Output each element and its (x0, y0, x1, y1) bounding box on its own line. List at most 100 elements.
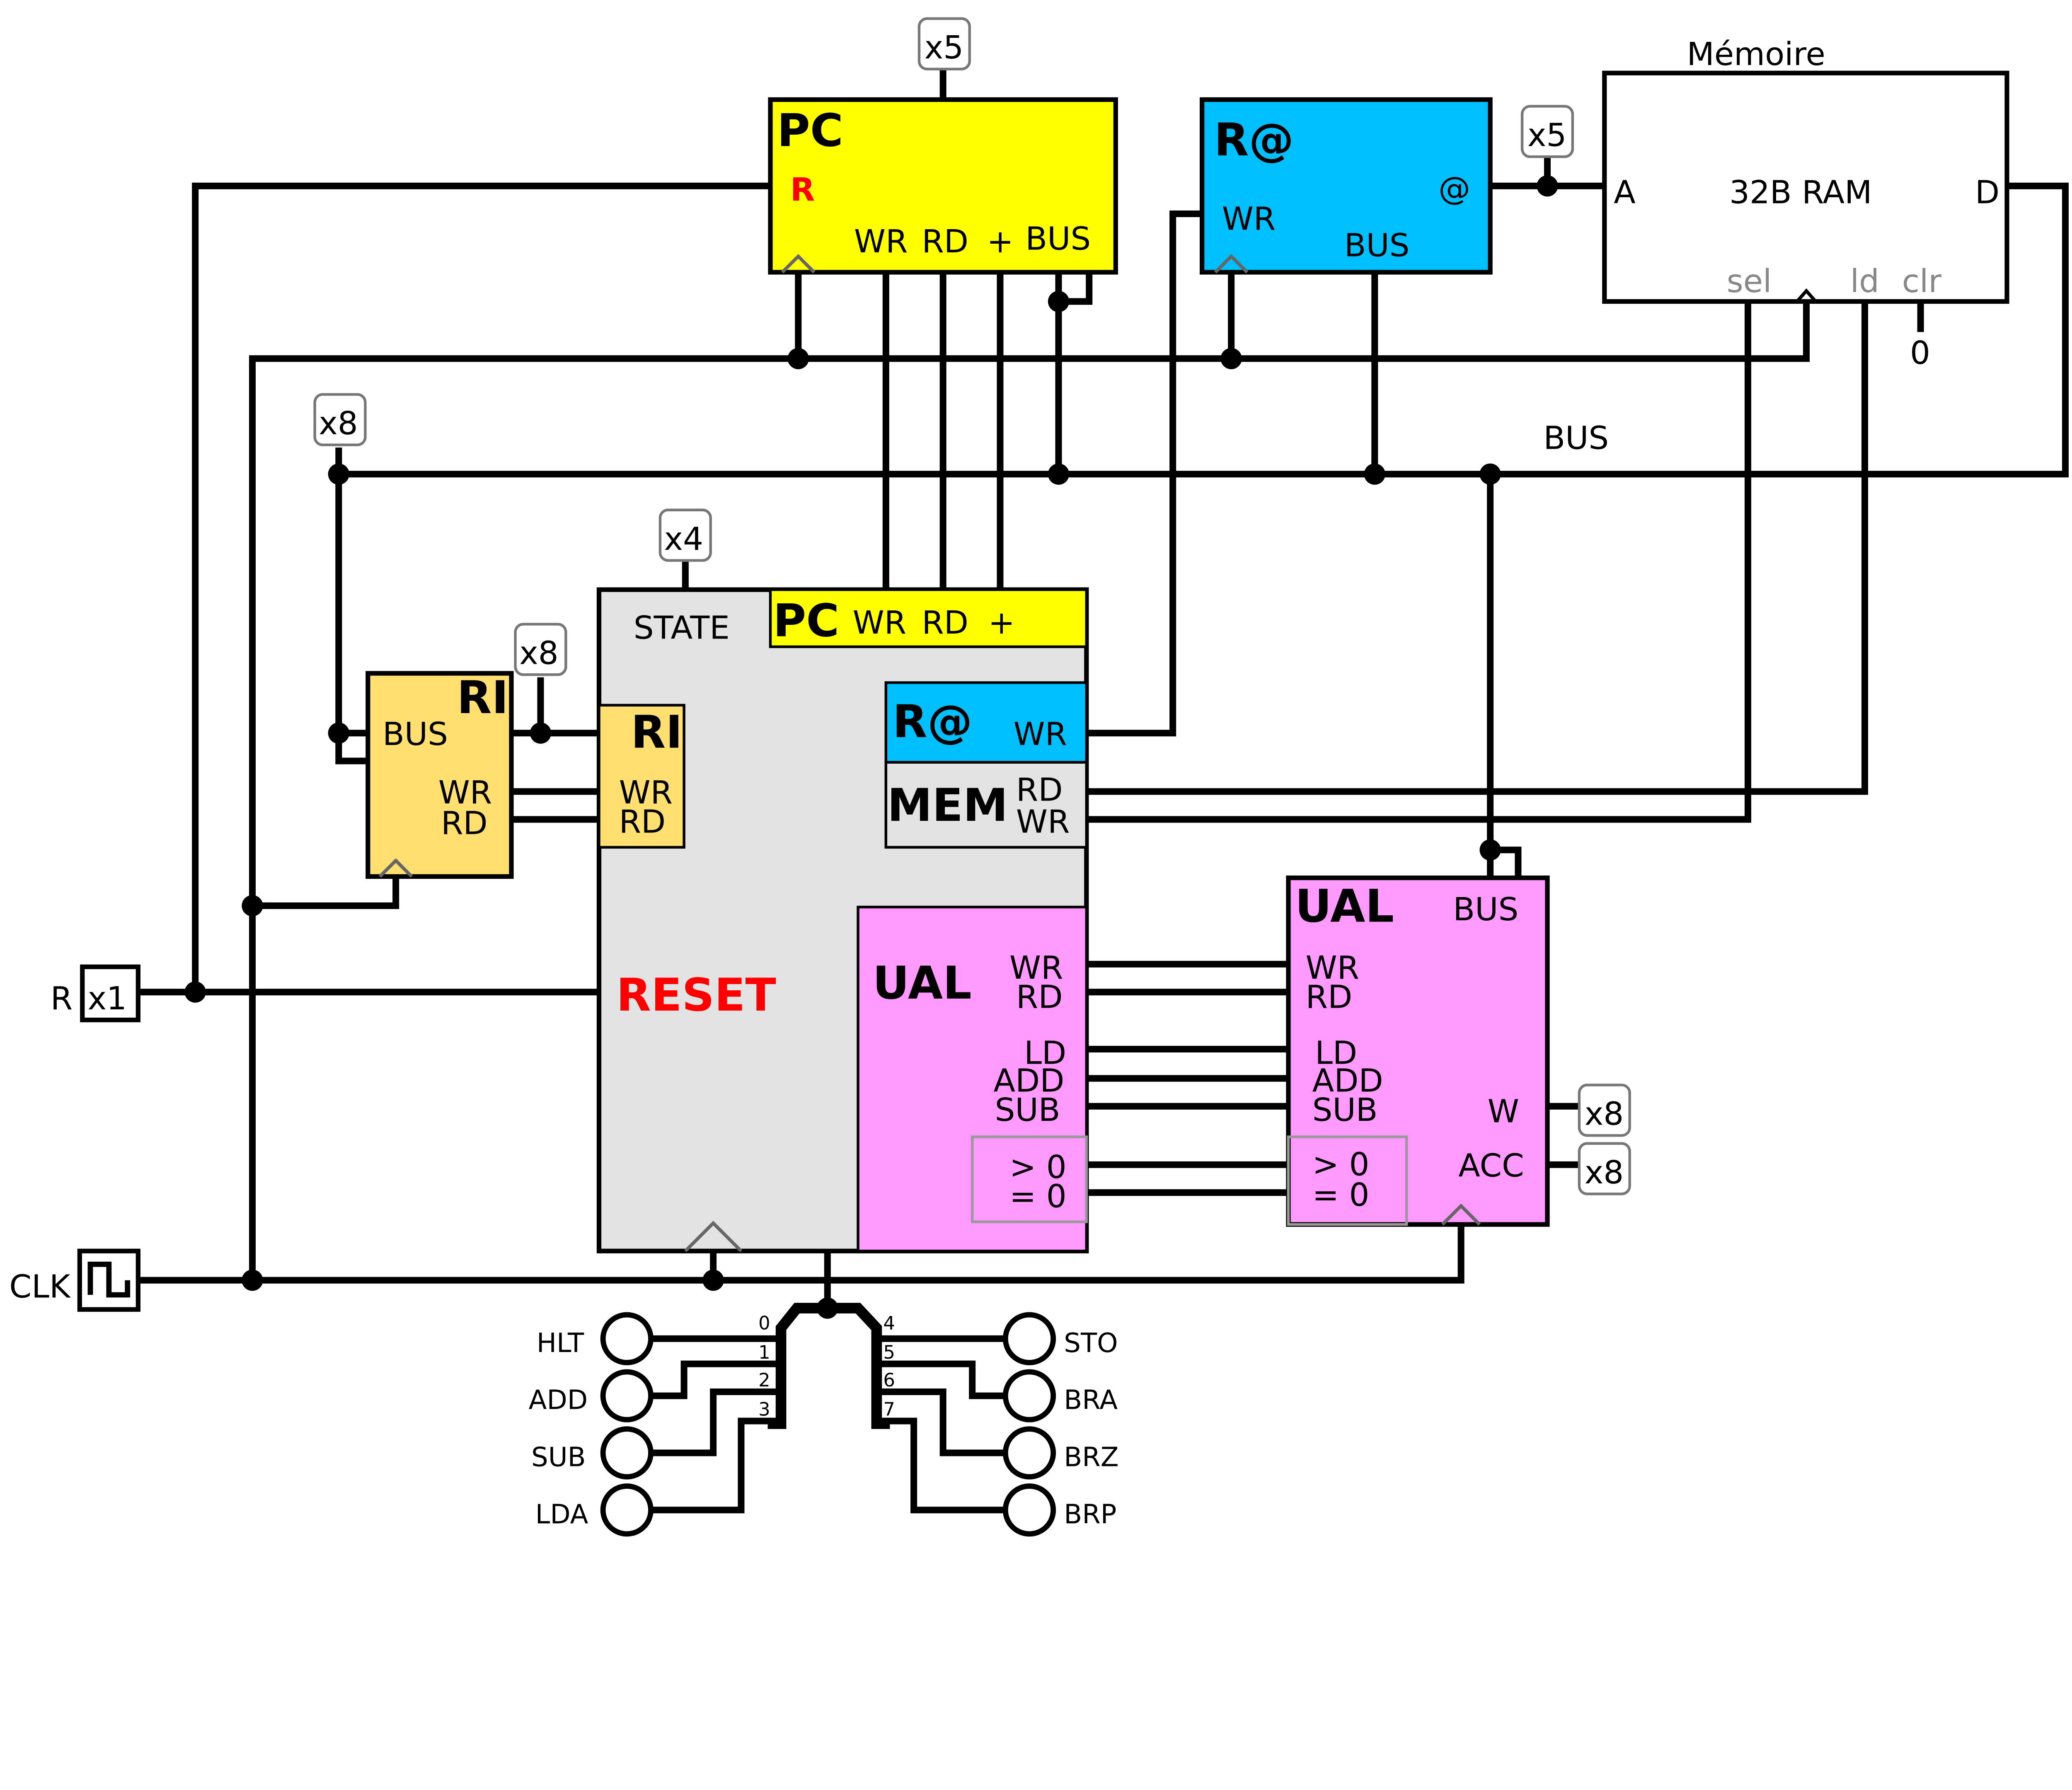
ual-rd-pin: RD (1306, 979, 1353, 1016)
ual-bus-pin: BUS (1453, 891, 1518, 928)
ual-add-pin: ADD (1312, 1063, 1383, 1100)
ri-title: RI (457, 671, 508, 724)
state-raddr-wr: WR (1014, 716, 1067, 753)
led-lda (600, 1483, 654, 1537)
clock-wave-icon (87, 1261, 131, 1298)
memory-type: 32B RAM (1729, 174, 1872, 211)
alu[interactable]: UAL BUS WR RD LD ADD SUB > 0 = 0 W ACC (1286, 875, 1550, 1227)
ri-rd-pin: RD (441, 805, 488, 842)
svg-text:BRP: BRP (1064, 1499, 1116, 1530)
ual-acc-pin: ACC (1458, 1148, 1524, 1185)
memory-a-pin: A (1614, 174, 1636, 211)
svg-text:0: 0 (758, 1312, 770, 1334)
reset-input[interactable]: x1 (80, 964, 140, 1023)
state-mem-title: MEM (887, 779, 1008, 832)
memory-clock-icon (1796, 288, 1817, 303)
state-ual-eq: = 0 (1009, 1178, 1067, 1215)
ual-gt-pin: > 0 (1312, 1147, 1370, 1183)
state-ual-add: ADD (993, 1063, 1064, 1100)
pc-clock-icon (781, 254, 816, 273)
memory-clr-value: 0 (1910, 335, 1930, 372)
svg-text:SUB: SUB (531, 1442, 586, 1473)
svg-text:BRA: BRA (1064, 1385, 1118, 1416)
svg-text:2: 2 (758, 1369, 770, 1391)
clock-input[interactable] (77, 1248, 140, 1312)
led-sub (600, 1426, 654, 1480)
led-bra (1002, 1369, 1056, 1422)
svg-text:ADD: ADD (529, 1385, 588, 1416)
state-ri-rd: RD (619, 804, 666, 841)
reset-input-label: R (51, 980, 73, 1017)
svg-text:x8: x8 (319, 405, 358, 442)
svg-text:x5: x5 (925, 29, 963, 66)
ri-in-width-tag: x8 (514, 623, 567, 676)
pc-rd-pin: RD (922, 223, 968, 260)
svg-text:7: 7 (883, 1398, 895, 1420)
state-pc-title: PC (773, 594, 839, 647)
state-pc-inc: + (988, 605, 1015, 641)
decoder-bit-labels: 0 1 2 3 4 5 6 7 (758, 1312, 895, 1420)
ual-clock-icon (1441, 1203, 1481, 1226)
cpu-circuit-diagram: PC R WR RD + BUS x5 R@ WR BUS @ x5 Mémoi… (9, 17, 2069, 1537)
pc-title: PC (777, 104, 843, 157)
ri-bus-width-tag: x8 (313, 393, 367, 446)
state-ri-title: RI (631, 706, 682, 758)
svg-text:x1: x1 (88, 980, 127, 1017)
instruction-register[interactable]: RI BUS WR RD (366, 671, 514, 879)
memory-ram[interactable]: Mémoire A 32B RAM D sel ld clr (1602, 36, 2009, 304)
svg-text:x8: x8 (1585, 1096, 1624, 1133)
raddr-width-tag: x5 (1520, 105, 1574, 158)
svg-text:1: 1 (758, 1341, 770, 1363)
memory-d-pin: D (1975, 174, 1999, 211)
ual-sub-pin: SUB (1312, 1092, 1378, 1129)
state-ual-sub: SUB (995, 1092, 1060, 1129)
raddr-title: R@ (1214, 114, 1294, 166)
svg-text:LDA: LDA (535, 1499, 588, 1530)
memory-title: Mémoire (1687, 36, 1825, 73)
address-register[interactable]: R@ WR BUS @ (1200, 97, 1493, 275)
state-ual-ld: LD (1024, 1035, 1066, 1072)
led-sto (1002, 1312, 1056, 1365)
memory-ld-pin: ld (1850, 263, 1879, 300)
bus-label: BUS (1543, 420, 1609, 457)
ual-title: UAL (1295, 880, 1394, 932)
svg-text:x4: x4 (664, 521, 703, 558)
ri-bus-pin: BUS (382, 716, 448, 753)
ual-wr-pin: WR (1306, 950, 1359, 987)
led-hlt (600, 1312, 654, 1365)
svg-text:x5: x5 (1527, 117, 1566, 154)
raddr-bus-pin: BUS (1344, 227, 1410, 264)
state-ri-wr: WR (619, 774, 673, 811)
state-mem-wr: WR (1016, 804, 1070, 841)
state-pc-rd: RD (922, 605, 968, 641)
state-controller[interactable]: STATE PC WR RD + RI WR RD R@ WR MEM RD W… (596, 587, 1089, 1253)
svg-text:x8: x8 (519, 635, 558, 672)
svg-text:STO: STO (1064, 1328, 1118, 1359)
state-mem-rd: RD (1016, 772, 1063, 809)
junction-dots (184, 175, 1558, 1319)
state-pc-wr: WR (853, 605, 906, 641)
pc-register[interactable]: PC R WR RD + BUS (768, 97, 1118, 275)
memory-sel-pin: sel (1727, 263, 1772, 300)
state-reset-label: RESET (616, 969, 776, 1021)
ual-w-pin: W (1488, 1093, 1519, 1130)
led-brp (1002, 1483, 1056, 1537)
pc-bus-pin: BUS (1025, 221, 1091, 258)
ual-ld-pin: LD (1315, 1035, 1357, 1072)
memory-clr-pin: clr (1902, 263, 1942, 300)
state-ual-rd: RD (1016, 979, 1063, 1016)
raddr-addr-pin: @ (1438, 170, 1470, 207)
pc-width-tag: x5 (917, 17, 971, 70)
svg-text:BRZ: BRZ (1064, 1442, 1118, 1473)
svg-text:HLT: HLT (537, 1328, 584, 1359)
state-ual-title: UAL (873, 957, 972, 1009)
state-title: STATE (634, 610, 730, 647)
pc-reset-pin: R (790, 172, 815, 208)
svg-text:6: 6 (883, 1369, 895, 1391)
svg-text:5: 5 (883, 1341, 895, 1363)
state-width-tag: x4 (658, 508, 712, 562)
wires (138, 69, 2069, 1514)
svg-text:3: 3 (758, 1398, 770, 1420)
ual-eq-pin: = 0 (1312, 1177, 1370, 1214)
ri-clock-icon (378, 858, 413, 878)
